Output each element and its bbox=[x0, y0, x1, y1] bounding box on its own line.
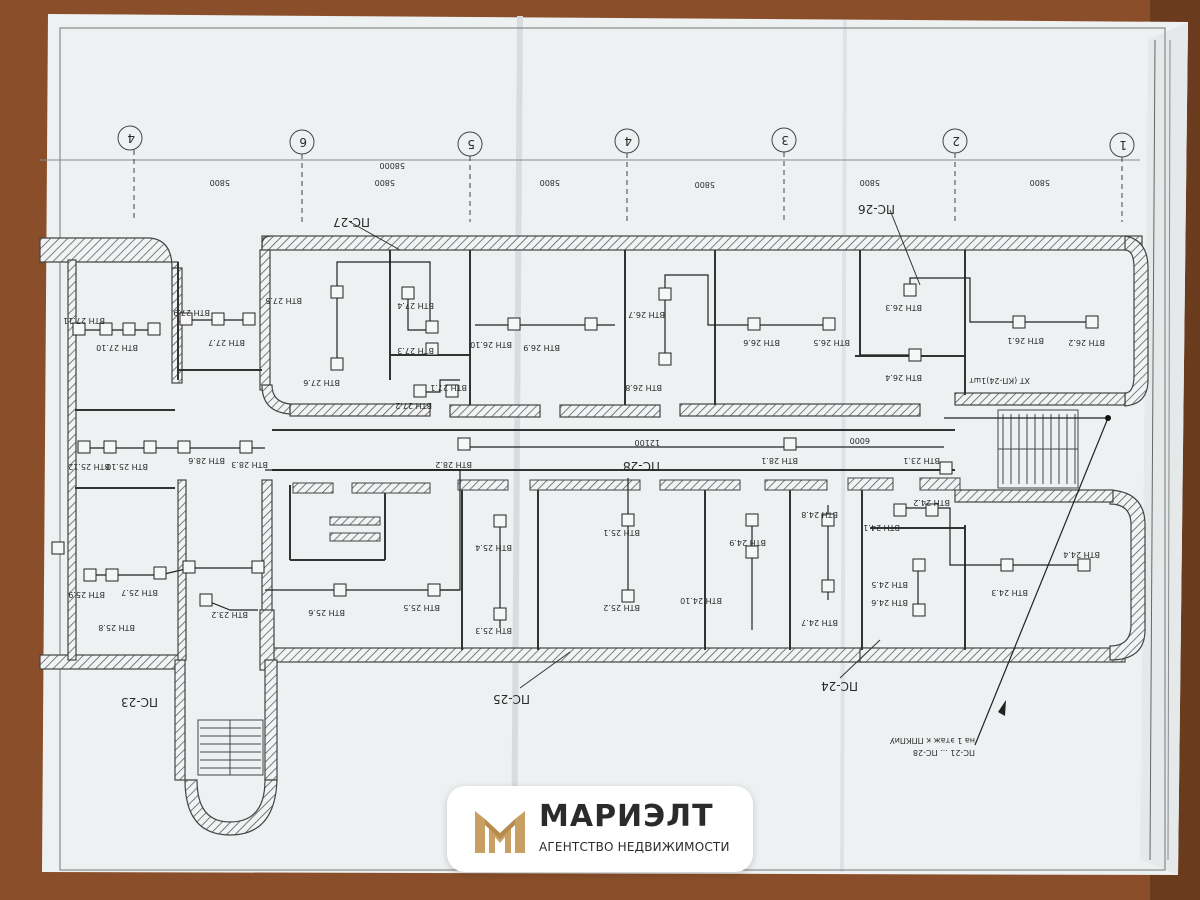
svg-text:ВТН 23.2: ВТН 23.2 bbox=[211, 610, 248, 619]
svg-text:58000: 58000 bbox=[380, 161, 405, 170]
svg-text:ВТН 26.6: ВТН 26.6 bbox=[743, 338, 780, 347]
svg-text:ВТН 25.4: ВТН 25.4 bbox=[475, 543, 512, 552]
svg-text:ВТН 24.10: ВТН 24.10 bbox=[680, 596, 722, 605]
svg-text:ВТН 24.1: ВТН 24.1 bbox=[863, 523, 900, 532]
svg-text:ВТН 27.5: ВТН 27.5 bbox=[265, 296, 302, 305]
svg-text:ВТН 27.4: ВТН 27.4 bbox=[397, 301, 434, 310]
axis-label: 3 bbox=[781, 133, 789, 147]
svg-text:ВТН 25.8: ВТН 25.8 bbox=[98, 623, 135, 632]
svg-text:ВТН 24.4: ВТН 24.4 bbox=[1063, 550, 1100, 559]
svg-text:ВТН 25.6: ВТН 25.6 bbox=[308, 608, 345, 617]
svg-text:ВТН 24.5: ВТН 24.5 bbox=[871, 580, 908, 589]
svg-text:ВТН 26.10: ВТН 26.10 bbox=[470, 340, 512, 349]
device-labels: ВТН 27.11 ВТН 27.10 ВТН 27.9 ВТН 27.7 ВТ… bbox=[63, 296, 1105, 635]
svg-text:ВТН 27.10: ВТН 27.10 bbox=[96, 343, 138, 352]
note-line1: ПС-21 ... ПС-28 bbox=[913, 748, 975, 757]
panel-ps24: ПС-24 bbox=[821, 679, 858, 693]
svg-text:ВТН 26.7: ВТН 26.7 bbox=[628, 310, 665, 319]
svg-text:ВТН 26.4: ВТН 26.4 bbox=[885, 373, 922, 382]
axis-label: 2 bbox=[952, 134, 960, 148]
axis-label: 4 bbox=[624, 134, 632, 148]
device-symbols bbox=[51, 283, 1099, 621]
svg-text:ВТН 25.10: ВТН 25.10 bbox=[106, 462, 148, 471]
svg-text:ВТН 28.6: ВТН 28.6 bbox=[188, 456, 225, 465]
svg-text:ВТН 25.2: ВТН 25.2 bbox=[603, 603, 640, 612]
svg-text:ВТН 23.1: ВТН 23.1 bbox=[903, 456, 940, 465]
svg-text:ВТН 24.7: ВТН 24.7 bbox=[801, 618, 838, 627]
svg-text:5800: 5800 bbox=[1030, 178, 1050, 187]
svg-text:ВТН 25.7: ВТН 25.7 bbox=[121, 588, 158, 597]
svg-text:ВТН 24.6: ВТН 24.6 bbox=[871, 598, 908, 607]
svg-text:ВТН 28.2: ВТН 28.2 bbox=[435, 460, 472, 469]
axis-label: 1 bbox=[1119, 138, 1127, 152]
brand-name: МАРИЭЛТ bbox=[539, 799, 714, 834]
svg-text:ВТН 27.7: ВТН 27.7 bbox=[208, 338, 245, 347]
svg-text:ВТН 27.6: ВТН 27.6 bbox=[303, 378, 340, 387]
svg-text:ВТН 25.3: ВТН 25.3 bbox=[475, 626, 512, 635]
stairs bbox=[197, 409, 1079, 776]
brand-subtitle: АГЕНТСТВО НЕДВИЖИМОСТИ bbox=[539, 840, 730, 854]
axis-label: 6 bbox=[299, 135, 307, 149]
svg-text:5800: 5800 bbox=[210, 178, 230, 187]
agency-logo-card: МАРИЭЛТ АГЕНТСТВО НЕДВИЖИМОСТИ bbox=[447, 786, 753, 872]
svg-text:5800: 5800 bbox=[375, 178, 395, 187]
panel-ps23: ПС-23 bbox=[121, 695, 158, 709]
panel-ps26: ПС-26 bbox=[858, 202, 895, 216]
svg-text:ВТН 26.9: ВТН 26.9 bbox=[523, 343, 560, 352]
axis-markers: 4 6 5 4 3 2 1 bbox=[40, 125, 1140, 222]
svg-text:ВТН 25.9: ВТН 25.9 bbox=[68, 590, 105, 599]
svg-text:5800: 5800 bbox=[695, 180, 715, 189]
wiring bbox=[78, 261, 1109, 746]
svg-text:12100: 12100 bbox=[635, 438, 660, 447]
dimension-labels: 58000 5800 5800 5800 5800 5800 5800 1210… bbox=[210, 161, 1050, 447]
svg-text:ВТН 25.1: ВТН 25.1 bbox=[603, 528, 640, 537]
axis-label: 4 bbox=[127, 131, 135, 145]
svg-text:ВТН 27.9: ВТН 27.9 bbox=[173, 308, 210, 317]
svg-text:ВТН 26.8: ВТН 26.8 bbox=[625, 383, 662, 392]
svg-text:5800: 5800 bbox=[860, 178, 880, 187]
xt-label: XT (КП-24)1шт bbox=[969, 376, 1030, 385]
svg-text:ВТН 25.12: ВТН 25.12 bbox=[68, 462, 110, 471]
svg-text:6000: 6000 bbox=[850, 436, 870, 445]
svg-text:ВТН 24.2: ВТН 24.2 bbox=[913, 498, 950, 507]
svg-text:ВТН 26.3: ВТН 26.3 bbox=[885, 303, 922, 312]
svg-text:ВТН 27.11: ВТН 27.11 bbox=[63, 316, 105, 325]
note-line2: на 1 этаж к ППКПиУ bbox=[890, 736, 975, 745]
svg-text:ВТН 24.3: ВТН 24.3 bbox=[991, 588, 1028, 597]
svg-text:ВТН 26.2: ВТН 26.2 bbox=[1068, 338, 1105, 347]
panel-ps25: ПС-25 bbox=[493, 692, 530, 706]
svg-text:ВТН 28.3: ВТН 28.3 bbox=[231, 460, 268, 469]
svg-text:ВТН 26.5: ВТН 26.5 bbox=[813, 338, 850, 347]
svg-text:ВТН 27.1: ВТН 27.1 bbox=[430, 383, 467, 392]
svg-text:ВТН 28.1: ВТН 28.1 bbox=[761, 456, 798, 465]
panel-labels: ПС-27 ПС-26 ПС-28 ПС-25 ПС-24 ПС-23 XT (… bbox=[121, 202, 1030, 757]
panel-ps27: ПС-27 bbox=[333, 215, 370, 229]
axis-label: 5 bbox=[467, 137, 475, 151]
agency-logo-icon bbox=[475, 811, 525, 853]
svg-text:5800: 5800 bbox=[540, 178, 560, 187]
svg-text:ВТН 24.9: ВТН 24.9 bbox=[729, 538, 766, 547]
svg-text:ВТН 27.2: ВТН 27.2 bbox=[395, 401, 432, 410]
svg-text:ВТН 27.3: ВТН 27.3 bbox=[397, 346, 434, 355]
panel-ps28: ПС-28 bbox=[623, 459, 660, 473]
svg-text:ВТН 25.5: ВТН 25.5 bbox=[403, 603, 440, 612]
svg-text:ВТН 26.1: ВТН 26.1 bbox=[1007, 336, 1044, 345]
svg-text:ВТН 24.8: ВТН 24.8 bbox=[801, 510, 838, 519]
